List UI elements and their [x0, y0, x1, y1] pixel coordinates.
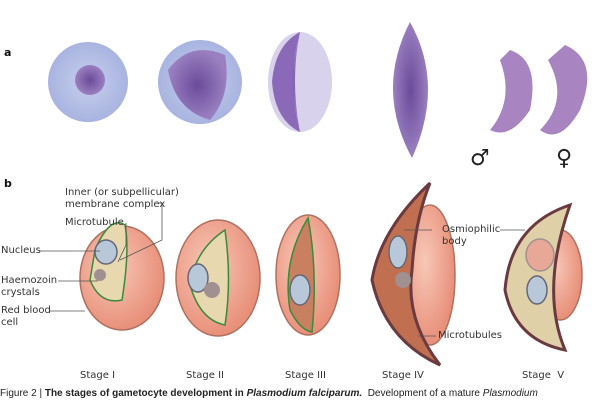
- stage-label: Stage II: [186, 370, 224, 381]
- stage-label: Stage IV: [382, 370, 424, 381]
- leader-lines: [40, 202, 525, 337]
- stage-diagrams: [79, 181, 583, 367]
- stage-label: Stage V: [522, 370, 565, 381]
- panel-b-label: b: [4, 177, 12, 190]
- label-rbc: Red blood cell: [1, 305, 51, 328]
- label-microtubule: Microtubule: [65, 217, 124, 228]
- label-haemozoin: Haemozoin crystals: [1, 275, 58, 298]
- figure-caption: Figure 2 | The stages of gametocyte deve…: [0, 388, 538, 399]
- male-symbol: ♂: [470, 146, 490, 171]
- panel-a-label: a: [4, 46, 12, 59]
- caption-genus: Plasmodium: [482, 388, 538, 399]
- caption-title: The stages of gametocyte development in: [44, 388, 247, 399]
- label-osmiophilic: Osmiophilic body: [442, 224, 501, 247]
- label-nucleus: Nucleus: [1, 245, 41, 256]
- stage-label: Stage I: [80, 370, 116, 381]
- caption-species: Plasmodium falciparum.: [246, 388, 363, 399]
- female-symbol: ♀: [556, 146, 573, 171]
- caption-body: Development of a mature: [362, 388, 483, 399]
- micrograph-row: [48, 22, 588, 158]
- label-inner-membrane: Inner (or subpellicular) membrane comple…: [65, 187, 179, 210]
- label-microtubules: Microtubules: [438, 330, 502, 341]
- caption-prefix: Figure 2 |: [0, 388, 45, 399]
- stage-label: Stage III: [285, 370, 326, 381]
